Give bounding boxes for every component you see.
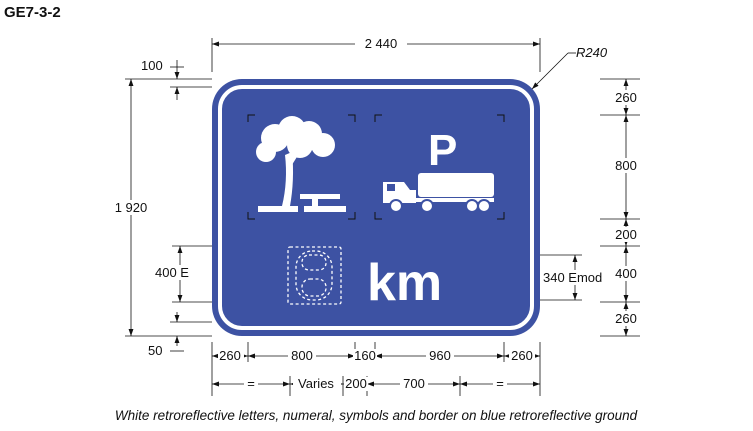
bottom-row-dim-3: 200 [345,376,367,391]
top-row-dim-3: 160 [354,348,376,363]
bottom-row-dim-1: = [247,376,255,391]
dim-overall-width: 2 440 [211,36,541,72]
dim-overall-height: 1 920 [110,78,212,337]
sign-panel: P km [212,79,540,336]
sign-border [218,85,534,330]
dim-bottom-row-2: = Varies 200 700 = [212,376,540,396]
parking-letter: P [428,126,457,175]
variable-numeral-placeholder [287,246,342,305]
top-row-dim-4: 960 [429,348,451,363]
dim-left-text-height: 400 E [150,245,212,303]
right-dim-5: 260 [615,311,637,326]
truck-parking-symbol: P [383,126,494,213]
dim-bottom-offset: 50 [148,312,212,358]
rest-area-tree-table-symbol [256,116,346,212]
panel-corner-marks [247,114,505,220]
right-text-height-label: 340 Emod [543,270,602,285]
right-dim-2: 800 [615,158,637,173]
right-dim-3: 200 [615,227,637,242]
overall-height-label: 1 920 [115,200,148,215]
border-offset-label: 100 [141,58,163,73]
dim-border-offset: 100 [141,58,212,100]
left-text-height-label: 400 E [155,265,189,280]
dim-right-stack: 260 800 200 400 260 [600,78,640,337]
right-dim-1: 260 [615,90,637,105]
bottom-offset-label: 50 [148,343,162,358]
distance-unit: km [367,254,442,312]
top-row-dim-2: 800 [291,348,313,363]
bottom-row-dim-2: Varies [298,376,334,391]
right-dim-4: 400 [615,266,637,281]
bottom-row-dim-5: = [496,376,504,391]
corner-radius-label: R240 [576,45,608,60]
drawing-title: GE7-3-2 [4,4,61,21]
dim-right-text-height: 340 Emod [540,254,606,301]
bottom-row-dim-4: 700 [403,376,425,391]
top-row-dim-1: 260 [219,348,241,363]
overall-width-label: 2 440 [365,36,398,51]
dim-bottom-row-1: 260 800 160 960 260 [211,342,541,396]
dim-corner-radius: R240 [531,45,608,90]
caption: White retroreflective letters, numeral, … [115,408,638,423]
top-row-dim-5: 260 [511,348,533,363]
